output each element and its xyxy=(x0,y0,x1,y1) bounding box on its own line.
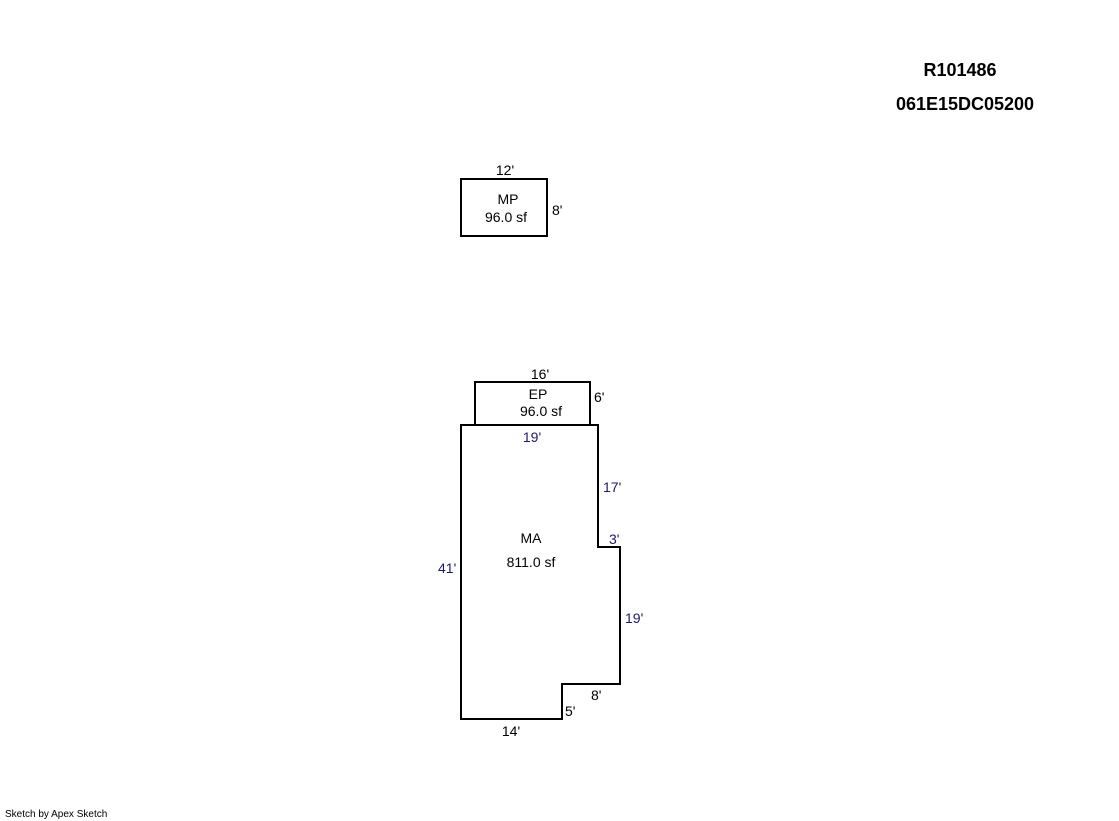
ep-area: 96.0 sf xyxy=(520,403,562,419)
ep-label: EP xyxy=(529,386,548,402)
map-number: 061E15DC05200 xyxy=(895,94,1035,114)
ma-area: 811.0 sf xyxy=(507,554,556,570)
mp-area: 96.0 sf xyxy=(485,209,527,225)
ma-dim-bottom: 14' xyxy=(502,723,520,739)
sketch-credit: Sketch by Apex Sketch xyxy=(5,809,108,820)
ma-label: MA xyxy=(521,530,543,546)
mp-dim-top: 12' xyxy=(496,162,514,178)
ep-dim-top: 16' xyxy=(531,366,549,382)
parcel-id: R101486 xyxy=(923,60,997,80)
ma-dim-notch-width: 8' xyxy=(591,687,601,703)
ma-dim-right-upper: 17' xyxy=(603,479,621,495)
ma-dim-top: 19' xyxy=(523,429,541,445)
mp-dim-right: 8' xyxy=(552,202,562,218)
mp-area-outline xyxy=(460,178,548,237)
ma-dim-left: 41' xyxy=(438,560,456,576)
mp-label: MP xyxy=(498,191,519,207)
ma-dim-jog: 3' xyxy=(609,531,619,547)
ma-dim-notch-height: 5' xyxy=(565,703,575,719)
ep-dim-right: 6' xyxy=(594,389,604,405)
ma-dim-right-lower: 19' xyxy=(625,610,643,626)
ma-area-outline xyxy=(460,424,621,720)
